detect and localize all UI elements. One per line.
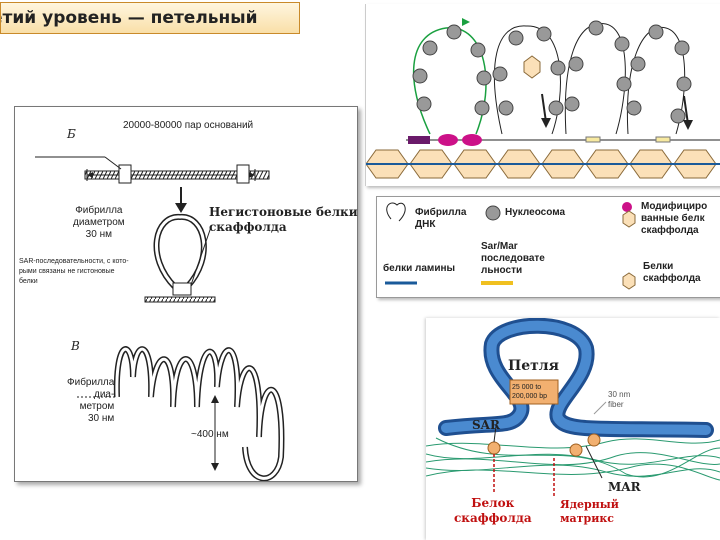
arrow-down xyxy=(175,203,187,213)
sar-protein-left xyxy=(118,164,132,184)
legend-fibril-icon xyxy=(386,202,406,222)
legend-lamin: белки ламины xyxy=(383,263,456,274)
scaffold-protein-2 xyxy=(569,443,583,457)
loop-scaffold-svg xyxy=(426,318,720,498)
loop-size-box xyxy=(509,379,559,405)
legend-modified-icon xyxy=(622,202,632,212)
span-label: 20000-80000 пар оснований xyxy=(123,120,254,131)
chromatin-loops-svg xyxy=(366,18,720,179)
panel-chromatin-loops xyxy=(365,4,720,186)
sar-label: SAR-последовательности, с кото-рыми связ… xyxy=(19,258,129,285)
loop-label: Петля xyxy=(508,358,560,374)
legend-symbols xyxy=(385,202,636,290)
sar-protein-right xyxy=(236,164,250,184)
mar-label: MAR xyxy=(608,480,641,494)
slide-title: етий уровень — петельный xyxy=(0,2,300,34)
nucleosomes xyxy=(412,20,692,124)
panel-v-letter: В xyxy=(71,339,80,353)
fibril-loops-multi xyxy=(113,346,285,481)
panel-b-letter: Б xyxy=(67,127,76,141)
legend-sarmar-icon xyxy=(481,281,513,285)
fibril-linear xyxy=(84,170,270,180)
sar-label: SAR xyxy=(472,418,500,432)
legend-nucleosome: Нуклеосома xyxy=(505,207,566,218)
loop-base-proteins xyxy=(172,282,192,296)
legend-scaffold-icon xyxy=(622,272,636,290)
size-label: ~400 нм xyxy=(191,429,229,440)
loop-diagram-svg xyxy=(35,156,285,481)
scaffold-protein-1 xyxy=(487,441,501,455)
legend-nucleosome-icon xyxy=(485,205,501,221)
scaffold-hexagons xyxy=(366,149,717,179)
scaffold-protein-3 xyxy=(587,433,601,447)
